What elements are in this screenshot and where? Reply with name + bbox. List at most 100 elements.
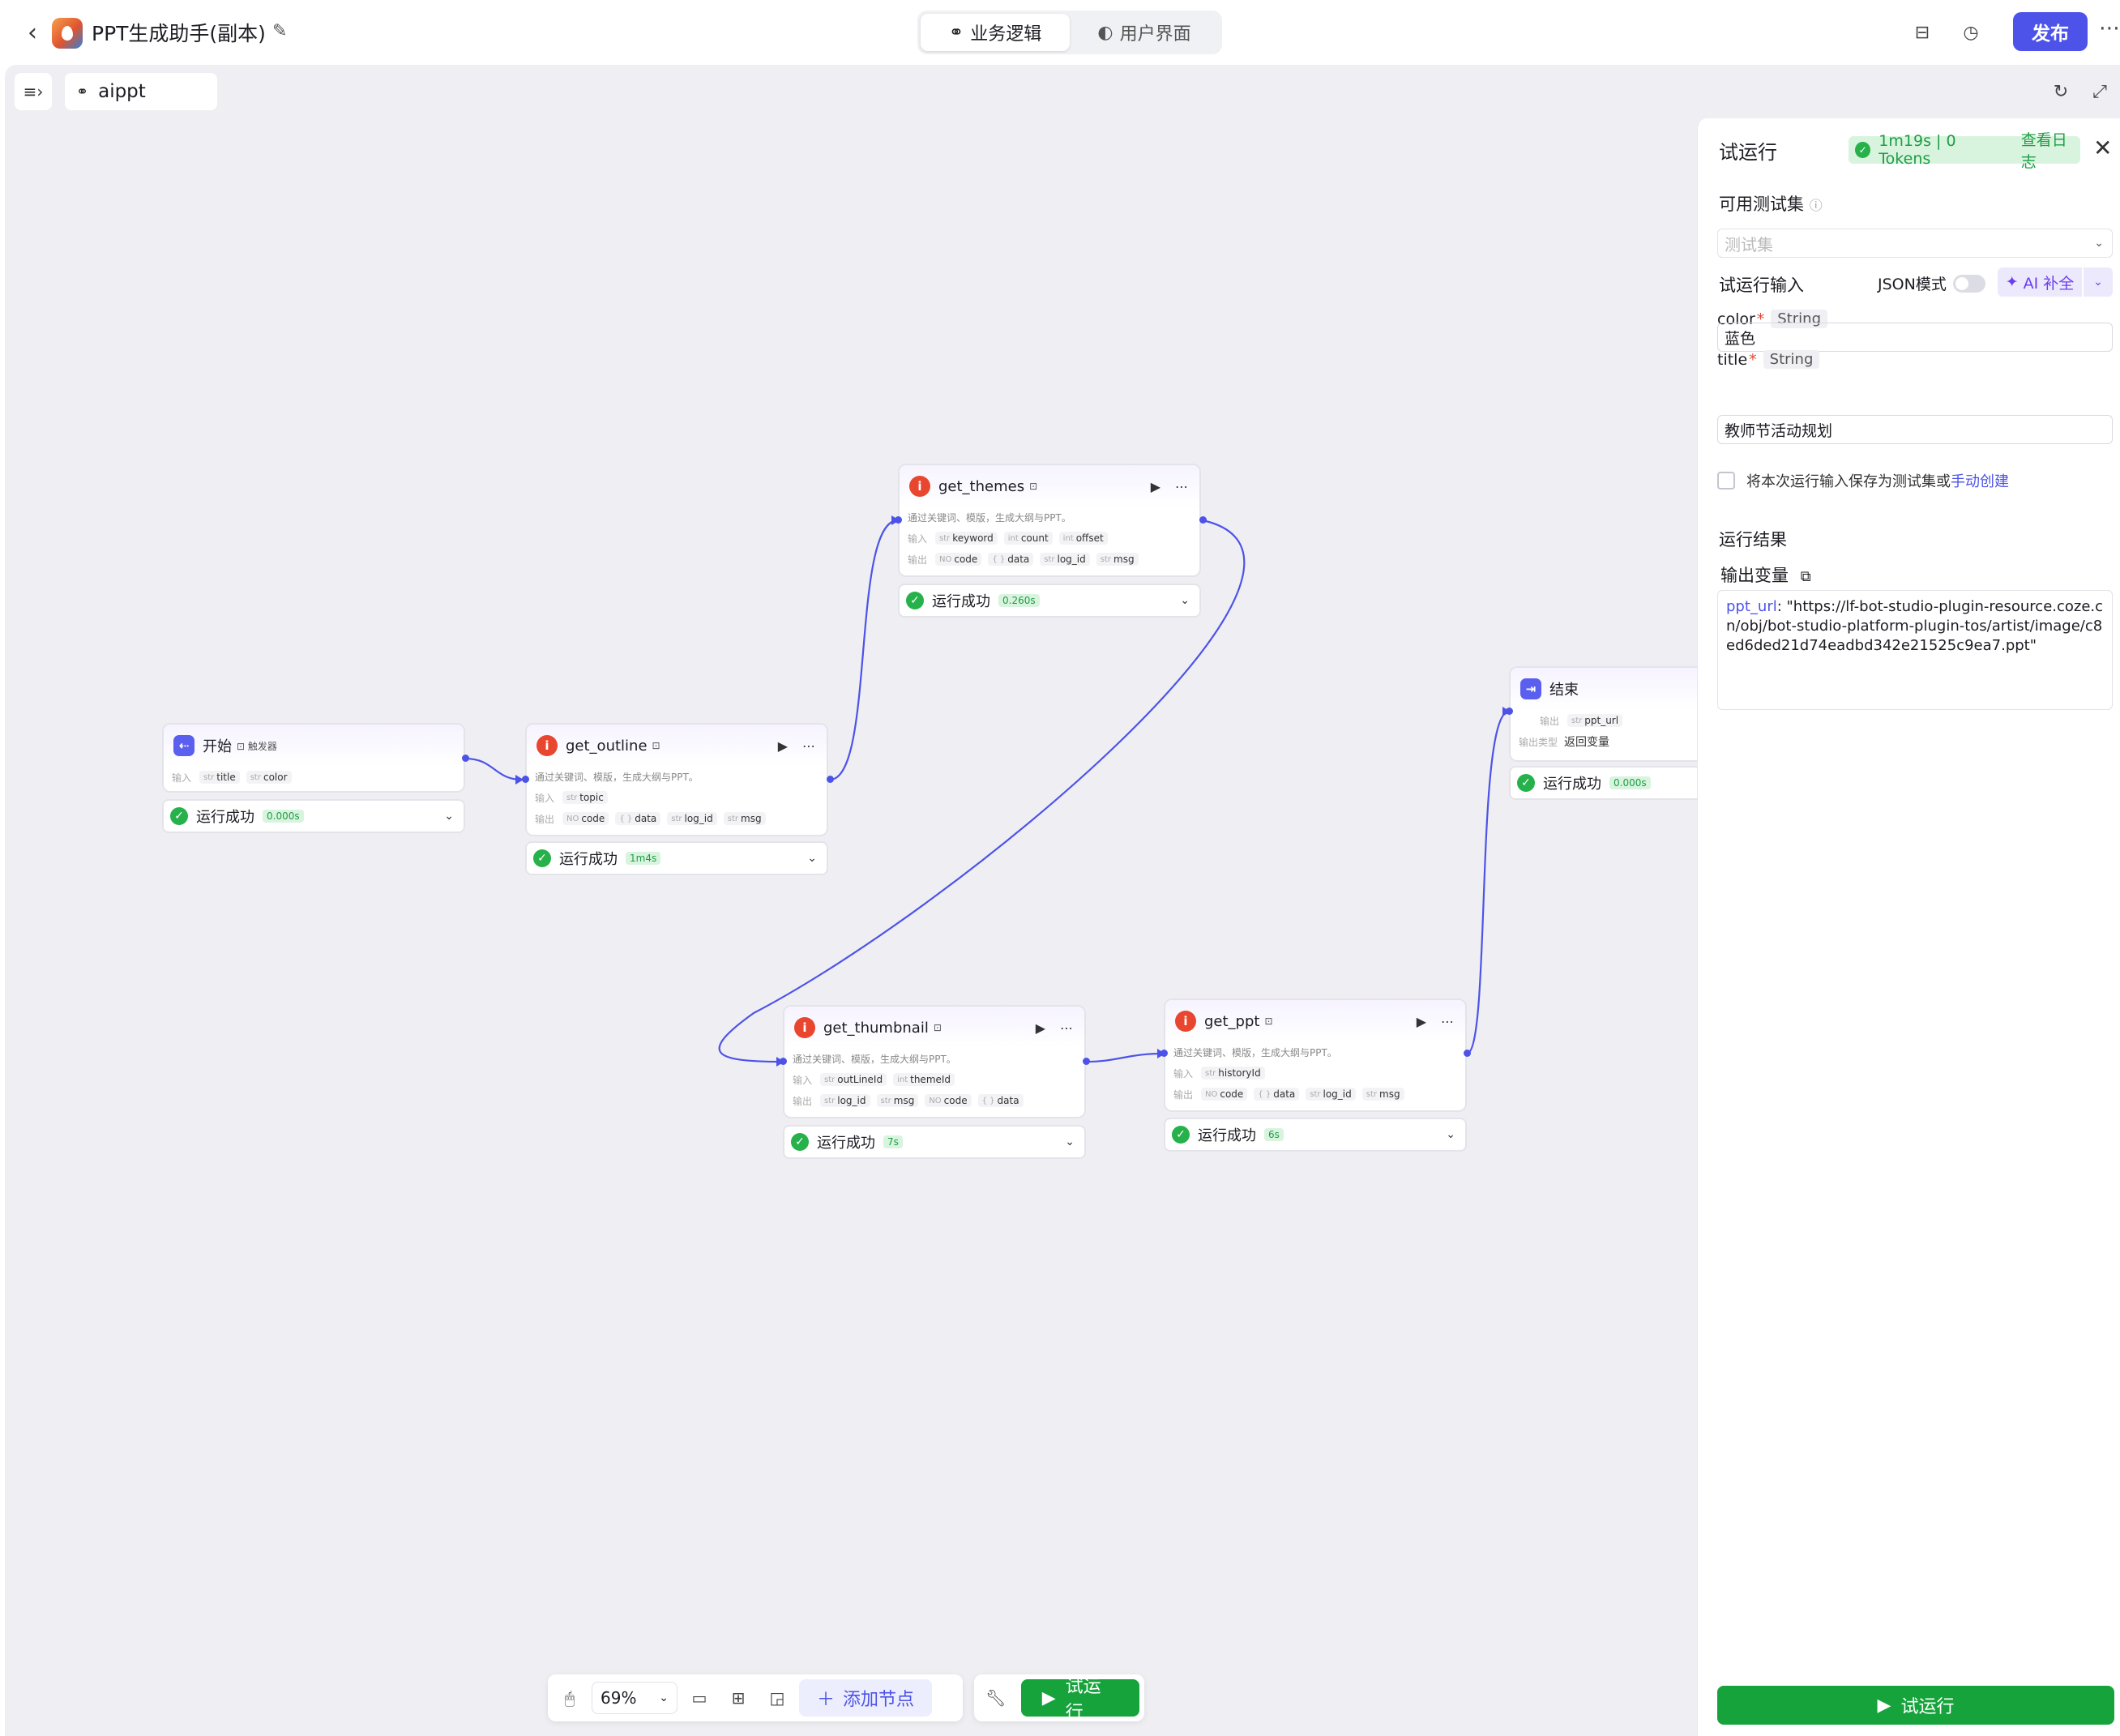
node-description: 通过关键词、模版，生成大纲与PPT。 bbox=[793, 1054, 956, 1065]
input-port[interactable] bbox=[895, 516, 902, 524]
node-title: 结束 bbox=[1549, 682, 1579, 699]
play-icon[interactable]: ▶ bbox=[1416, 1013, 1426, 1029]
wrench-icon[interactable]: 🔧︎ bbox=[985, 1688, 1007, 1708]
play-icon[interactable]: ▶ bbox=[777, 738, 788, 754]
node-status-start[interactable]: ✓ 运行成功 0.000s ⌄ bbox=[162, 799, 465, 833]
edge-thumbnail-ppt bbox=[1085, 1052, 1165, 1063]
workflow-name-chip[interactable]: ⚭ aippt bbox=[65, 73, 217, 110]
tab-business-logic[interactable]: ⚭ 业务逻辑 bbox=[921, 14, 1070, 51]
input-port[interactable] bbox=[780, 1058, 787, 1065]
input-port[interactable] bbox=[1160, 1050, 1168, 1057]
edit-icon[interactable]: ✎ bbox=[272, 21, 288, 41]
manual-create-link[interactable]: 手动创建 bbox=[1951, 473, 2009, 490]
test-run-panel: 试运行 ✓ 1m19s | 0 Tokens 查看日志 ✕ 可用测试集 ⓘ 测试… bbox=[1697, 118, 2120, 1736]
minimap-icon[interactable]: ◲ bbox=[769, 1688, 785, 1708]
close-icon[interactable]: ✕ bbox=[2093, 135, 2113, 161]
output-label: 输出 bbox=[1173, 1088, 1194, 1101]
play-icon: ▶ bbox=[1877, 1695, 1891, 1716]
node-status-get-ppt[interactable]: ✓ 运行成功 6s ⌄ bbox=[1164, 1118, 1467, 1152]
mouse-mode-icon[interactable]: 🖱︎ bbox=[565, 1688, 575, 1708]
chevron-down-icon[interactable]: ⌄ bbox=[1446, 1128, 1455, 1141]
chevron-down-icon[interactable]: ⌄ bbox=[444, 810, 454, 823]
tab-user-interface[interactable]: ◐ 用户界面 bbox=[1070, 14, 1219, 51]
input-label: 输入 bbox=[1173, 1067, 1194, 1080]
field-type: String bbox=[1763, 350, 1820, 369]
run-stats-badge: ✓ 1m19s | 0 Tokens 查看日志 bbox=[1849, 131, 2080, 171]
node-get-ppt[interactable]: i get_ppt ⊡ ▶⋯ 通过关键词、模版，生成大纲与PPT。 输入 str… bbox=[1164, 998, 1467, 1112]
output-port[interactable] bbox=[1083, 1058, 1090, 1065]
publish-button[interactable]: 发布 bbox=[2013, 12, 2088, 51]
more-icon[interactable]: ⋯ bbox=[1175, 478, 1188, 494]
node-header: ⇠ 开始 ⊡ 触发器 bbox=[164, 725, 464, 767]
param-name: data bbox=[1007, 554, 1030, 565]
output-port[interactable] bbox=[1464, 1050, 1471, 1057]
node-status-get-outline[interactable]: ✓ 运行成功 1m4s ⌄ bbox=[525, 841, 828, 875]
title-input[interactable]: 教师节活动规划 bbox=[1717, 415, 2113, 444]
param-type: str bbox=[824, 1096, 836, 1105]
top-bar: ‹ PPT生成助手(副本) ✎ ⚭ 业务逻辑 ◐ 用户界面 ⊟ ◷ 发布 ⋯ bbox=[0, 0, 2120, 65]
node-get-thumbnail[interactable]: i get_thumbnail ⊡ ▶⋯ 通过关键词、模版，生成大纲与PPT。 … bbox=[783, 1005, 1086, 1118]
node-status-get-themes[interactable]: ✓ 运行成功 0.260s ⌄ bbox=[898, 584, 1201, 618]
node-get-outline[interactable]: i get_outline ⊡ ▶⋯ 通过关键词、模版，生成大纲与PPT。 输入… bbox=[525, 723, 828, 836]
view-log-link[interactable]: 查看日志 bbox=[2020, 131, 2067, 171]
chevron-down-icon[interactable]: ⌄ bbox=[1180, 594, 1190, 607]
ai-fill-button[interactable]: ✦ AI 补全 bbox=[1998, 267, 2082, 297]
more-icon[interactable]: ⋯ bbox=[802, 738, 815, 754]
fullscreen-icon[interactable]: ⤢ bbox=[2092, 81, 2107, 102]
sidebar-toggle-icon[interactable]: ≡› bbox=[15, 73, 52, 110]
input-label: 输入 bbox=[535, 792, 555, 804]
param-name: data bbox=[635, 813, 657, 824]
play-icon[interactable]: ▶ bbox=[1150, 478, 1160, 494]
output-port[interactable] bbox=[827, 776, 834, 783]
param-type: { } bbox=[1258, 1089, 1272, 1099]
node-header: i get_outline ⊡ ▶⋯ bbox=[527, 725, 827, 767]
play-icon[interactable]: ▶ bbox=[1035, 1020, 1045, 1036]
testset-label: 可用测试集 ⓘ bbox=[1719, 191, 1823, 216]
testset-placeholder: 测试集 bbox=[1725, 234, 1773, 254]
comment-icon[interactable]: ▭ bbox=[691, 1688, 707, 1708]
more-icon[interactable]: ⋯ bbox=[2099, 16, 2120, 41]
output-port[interactable] bbox=[462, 755, 469, 762]
input-port[interactable] bbox=[522, 776, 529, 783]
param-name: msg bbox=[741, 813, 762, 824]
json-mode-toggle[interactable] bbox=[1952, 274, 1985, 293]
node-status-end[interactable]: ✓ 运行成功 0.000s bbox=[1509, 766, 1720, 800]
zoom-select[interactable]: 69% ⌄ bbox=[592, 1682, 677, 1714]
color-input[interactable]: 蓝色 bbox=[1717, 323, 2113, 352]
more-icon[interactable]: ⋯ bbox=[1060, 1020, 1073, 1036]
plugin-icon: i bbox=[536, 735, 558, 756]
testset-select[interactable]: 测试集 ⌄ bbox=[1717, 229, 2113, 258]
archive-icon[interactable]: ⊟ bbox=[1914, 22, 1930, 43]
ai-fill-dropdown[interactable]: ⌄ bbox=[2084, 267, 2113, 297]
add-node-button[interactable]: ＋ 添加节点 bbox=[799, 1679, 933, 1717]
input-port[interactable] bbox=[1506, 708, 1513, 715]
node-get-themes[interactable]: i get_themes ⊡ ▶⋯ 通过关键词、模版，生成大纲与PPT。 输入 … bbox=[898, 464, 1201, 577]
output-type-label: 输出类型 bbox=[1519, 736, 1558, 748]
status-text: 运行成功 bbox=[559, 851, 618, 868]
chevron-down-icon[interactable]: ⌄ bbox=[807, 852, 817, 865]
save-testset-checkbox[interactable] bbox=[1717, 472, 1735, 490]
run-time-badge: 0.000s bbox=[263, 810, 304, 823]
required-mark: * bbox=[1749, 350, 1757, 369]
back-icon[interactable]: ‹ bbox=[28, 18, 37, 47]
chevron-down-icon[interactable]: ⌄ bbox=[1065, 1135, 1075, 1148]
output-port[interactable] bbox=[1199, 516, 1207, 524]
save-testset-text: 将本次运行输入保存为测试集或 bbox=[1746, 473, 1951, 490]
plugin-tag-icon: ⊡ bbox=[1029, 481, 1038, 492]
node-status-get-thumbnail[interactable]: ✓ 运行成功 7s ⌄ bbox=[783, 1125, 1086, 1159]
panel-run-button[interactable]: ▶ 试运行 bbox=[1717, 1686, 2114, 1725]
copy-icon[interactable]: ⧉ bbox=[1800, 568, 1811, 585]
refresh-icon[interactable]: ↻ bbox=[2053, 81, 2069, 102]
history-icon[interactable]: ◷ bbox=[1963, 22, 1979, 43]
more-icon[interactable]: ⋯ bbox=[1441, 1013, 1454, 1029]
run-toolbar: 🔧︎ ▶ 试运行 bbox=[974, 1674, 1144, 1723]
layout-icon[interactable]: ⊞ bbox=[731, 1688, 746, 1708]
canvas-run-button[interactable]: ▶ 试运行 bbox=[1020, 1677, 1139, 1723]
